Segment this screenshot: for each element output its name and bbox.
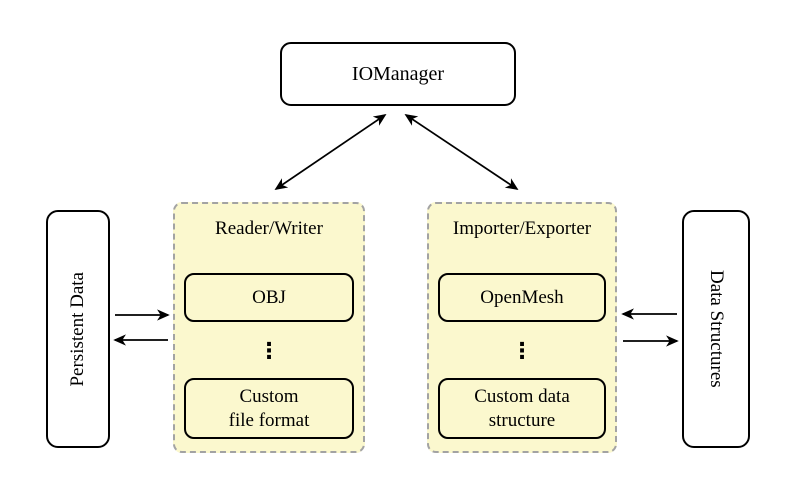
node-openmesh: OpenMesh [438, 273, 606, 322]
arrow-iomanager-readerwriter [274, 113, 387, 191]
node-custom-data-structure: Custom data structure [438, 378, 606, 439]
iomanager-label: IOManager [351, 62, 445, 85]
custom-file-format-label: Custom file format [228, 386, 310, 431]
arrow-iomanager-importerexporter [404, 114, 519, 190]
openmesh-label: OpenMesh [480, 286, 564, 308]
node-custom-file-format: Custom file format [184, 378, 354, 439]
node-obj: OBJ [184, 273, 354, 322]
custom-data-structure-label: Custom data structure [474, 386, 570, 431]
reader-writer-ellipsis: ⋮ [258, 338, 280, 364]
data-structures-label: Data Structures [706, 270, 727, 388]
importer-exporter-ellipsis: ⋮ [511, 338, 533, 364]
persistent-data-label: Persistent Data [67, 271, 88, 387]
node-iomanager: IOManager [280, 42, 516, 106]
group-reader-writer: Reader/Writer OBJ ⋮ Custom file format [173, 202, 365, 453]
node-data-structures: Data Structures [682, 210, 750, 448]
reader-writer-title: Reader/Writer [215, 218, 323, 239]
obj-label: OBJ [252, 286, 286, 308]
importer-exporter-title: Importer/Exporter [452, 218, 592, 239]
group-importer-exporter: Importer/Exporter OpenMesh ⋮ Custom data… [427, 202, 617, 453]
node-persistent-data: Persistent Data [46, 210, 110, 448]
